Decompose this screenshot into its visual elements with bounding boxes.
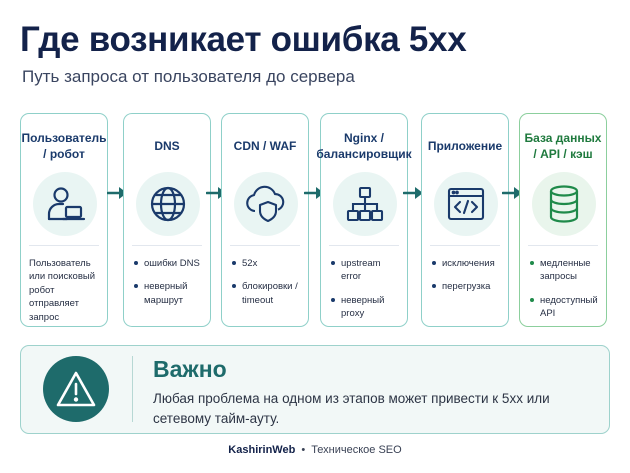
footer-topic: Техническое SEO <box>311 444 402 456</box>
stage-card-cdn: CDN / WAF 52x блокировки / timeout <box>221 113 309 327</box>
stage-card-user: Пользователь / робот Пользователь или по… <box>20 113 108 327</box>
stage-title: Приложение <box>427 139 503 154</box>
warning-triangle-icon <box>43 356 109 422</box>
stage-card-dns: DNS ошибки DNS неверный маршрут <box>123 113 211 327</box>
list-item: исключения <box>430 257 503 270</box>
list-item: перегрузка <box>430 280 503 293</box>
important-note: Важно Любая проблема на одном из этапов … <box>20 345 610 434</box>
page-title: Где возникает ошибка 5xx <box>20 20 467 59</box>
stage-description: Пользователь или поисковый робот отправл… <box>29 258 96 323</box>
network-tree-icon <box>333 172 397 236</box>
stage-card-database: База данных / API / кэш медленные запрос… <box>519 113 607 327</box>
list-item: блокировки / timeout <box>230 280 303 307</box>
list-item: медленные запросы <box>528 257 601 284</box>
user-laptop-icon <box>33 172 97 236</box>
code-window-icon <box>434 172 498 236</box>
list-item: 52x <box>230 257 303 270</box>
stage-title: DNS <box>154 139 180 154</box>
list-item: ошибки DNS <box>132 257 205 270</box>
flow-arrow-icon <box>403 187 423 199</box>
footer-brand: KashirinWeb <box>228 444 296 456</box>
stage-title: Пользователь / робот <box>21 131 107 161</box>
note-text: Любая проблема на одном из этапов может … <box>153 391 550 426</box>
footer: KashirinWeb • Техническое SEO <box>0 444 630 456</box>
page-subtitle: Путь запроса от пользователя до сервера <box>22 67 355 86</box>
list-item: недоступный API <box>528 294 601 321</box>
globe-icon <box>136 172 200 236</box>
stage-title: База данных / API / кэш <box>524 131 602 161</box>
flow-arrow-icon <box>502 187 522 199</box>
list-item: неверный маршрут <box>132 280 205 307</box>
database-icon <box>532 172 596 236</box>
list-item: upstream error <box>329 257 402 284</box>
stage-title: CDN / WAF <box>233 139 297 154</box>
list-item: неверный proxy <box>329 294 402 321</box>
stage-card-app: Приложение исключения перегрузка <box>421 113 509 327</box>
footer-separator: • <box>301 444 306 456</box>
cloud-shield-icon <box>234 172 298 236</box>
stage-title: Nginx / балансировщик <box>316 131 412 161</box>
stage-card-nginx: Nginx / балансировщик upstream error нев… <box>316 113 412 327</box>
note-title: Важно <box>153 356 227 382</box>
